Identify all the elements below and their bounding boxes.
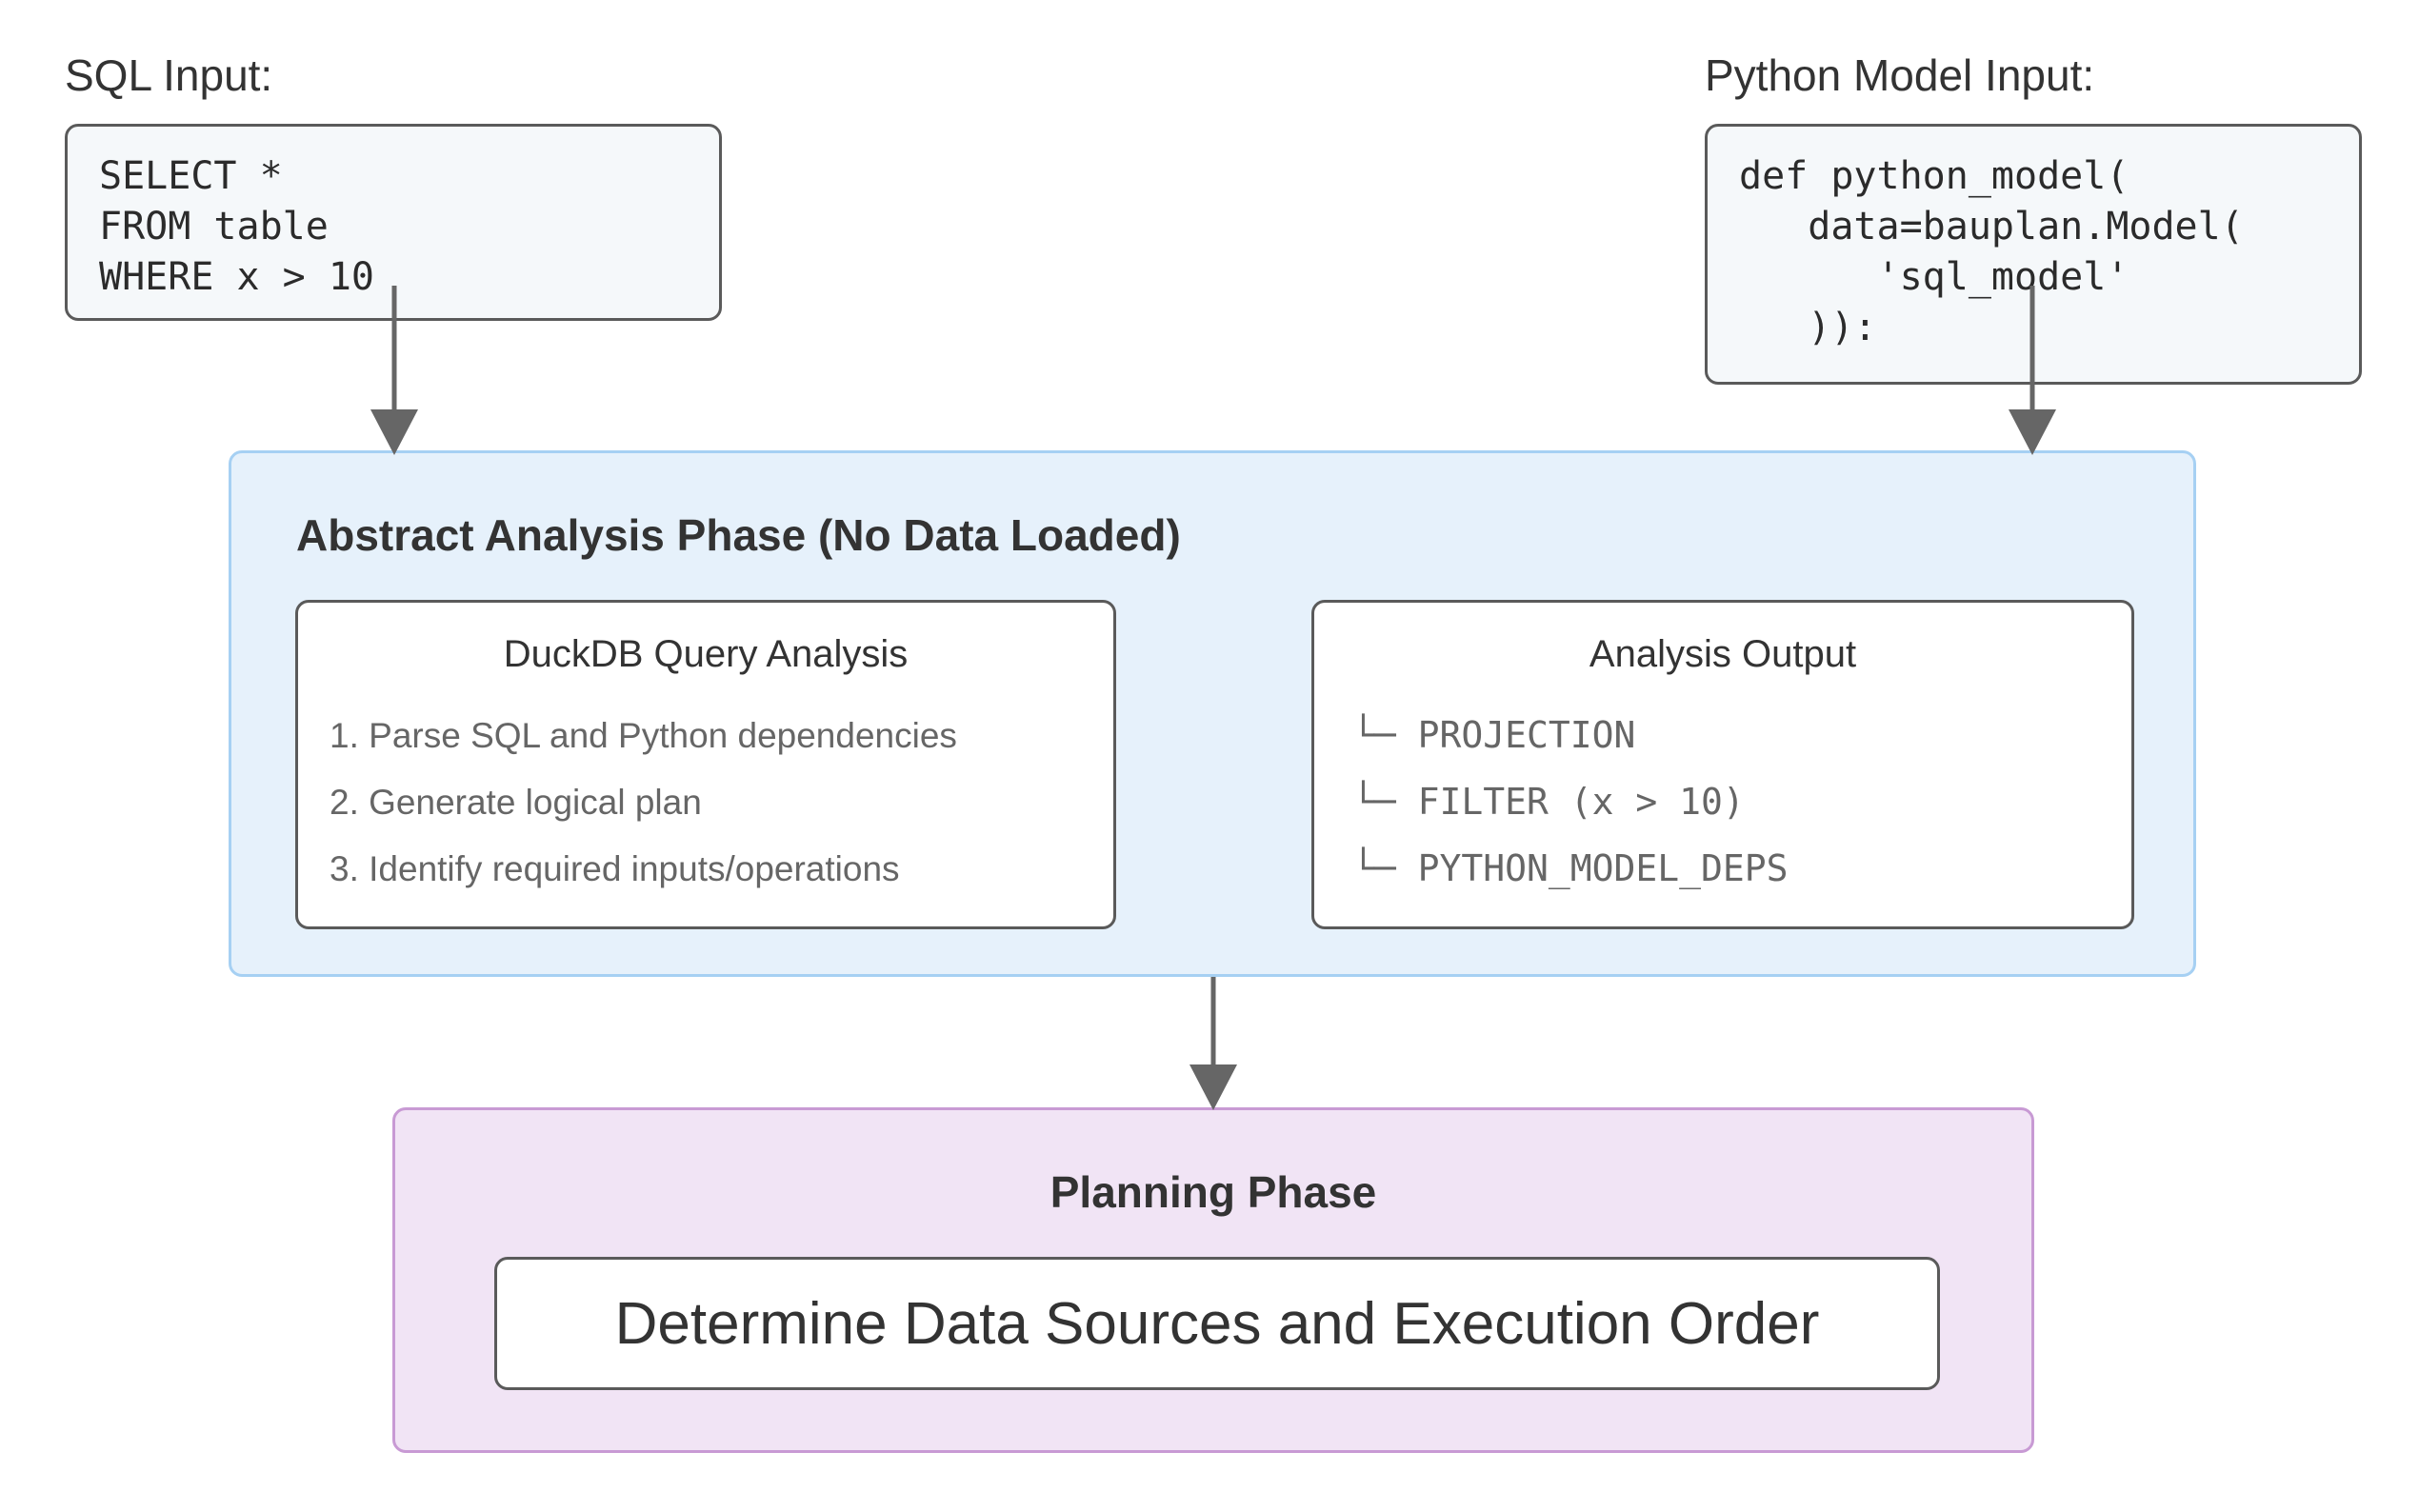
arrowhead-python bbox=[2009, 409, 2056, 455]
python-input-box: def python_model( data=bauplan.Model( 's… bbox=[1705, 124, 2362, 385]
output-item: └─ PROJECTION bbox=[1352, 714, 1636, 756]
execution-order-text: Determine Data Sources and Execution Ord… bbox=[614, 1290, 1820, 1357]
abstract-phase-title: Abstract Analysis Phase (No Data Loaded) bbox=[296, 510, 1181, 560]
planning-phase: Planning Phase Determine Data Sources an… bbox=[392, 1107, 2034, 1453]
abstract-analysis-phase: Abstract Analysis Phase (No Data Loaded)… bbox=[229, 450, 2196, 977]
query-analysis-title: DuckDB Query Analysis bbox=[503, 633, 909, 675]
execution-order-box: Determine Data Sources and Execution Ord… bbox=[494, 1257, 1940, 1390]
output-item: └─ FILTER (x > 10) bbox=[1352, 781, 1745, 823]
planning-phase-title: Planning Phase bbox=[1050, 1167, 1377, 1217]
step-item: 3. Identify required inputs/operations bbox=[330, 849, 900, 888]
sql-input-label: SQL Input: bbox=[65, 50, 273, 100]
step-item: 1. Parse SQL and Python dependencies bbox=[330, 716, 957, 755]
query-analysis-panel: DuckDB Query Analysis 1. Parse SQL and P… bbox=[295, 600, 1116, 929]
output-item: └─ PYTHON_MODEL_DEPS bbox=[1352, 847, 1789, 889]
arrowhead-sql bbox=[370, 409, 418, 455]
sql-code: SELECT * FROM table WHERE x > 10 bbox=[99, 154, 374, 299]
step-item: 2. Generate logical plan bbox=[330, 783, 702, 822]
analysis-output-title: Analysis Output bbox=[1589, 633, 1857, 675]
python-input-label: Python Model Input: bbox=[1705, 50, 2095, 100]
python-code: def python_model( data=bauplan.Model( 's… bbox=[1739, 154, 2244, 349]
analysis-output-panel: Analysis Output └─ PROJECTION └─ FILTER … bbox=[1311, 600, 2134, 929]
arrowhead-planning bbox=[1190, 1064, 1237, 1110]
sql-input-box: SELECT * FROM table WHERE x > 10 bbox=[65, 124, 722, 321]
